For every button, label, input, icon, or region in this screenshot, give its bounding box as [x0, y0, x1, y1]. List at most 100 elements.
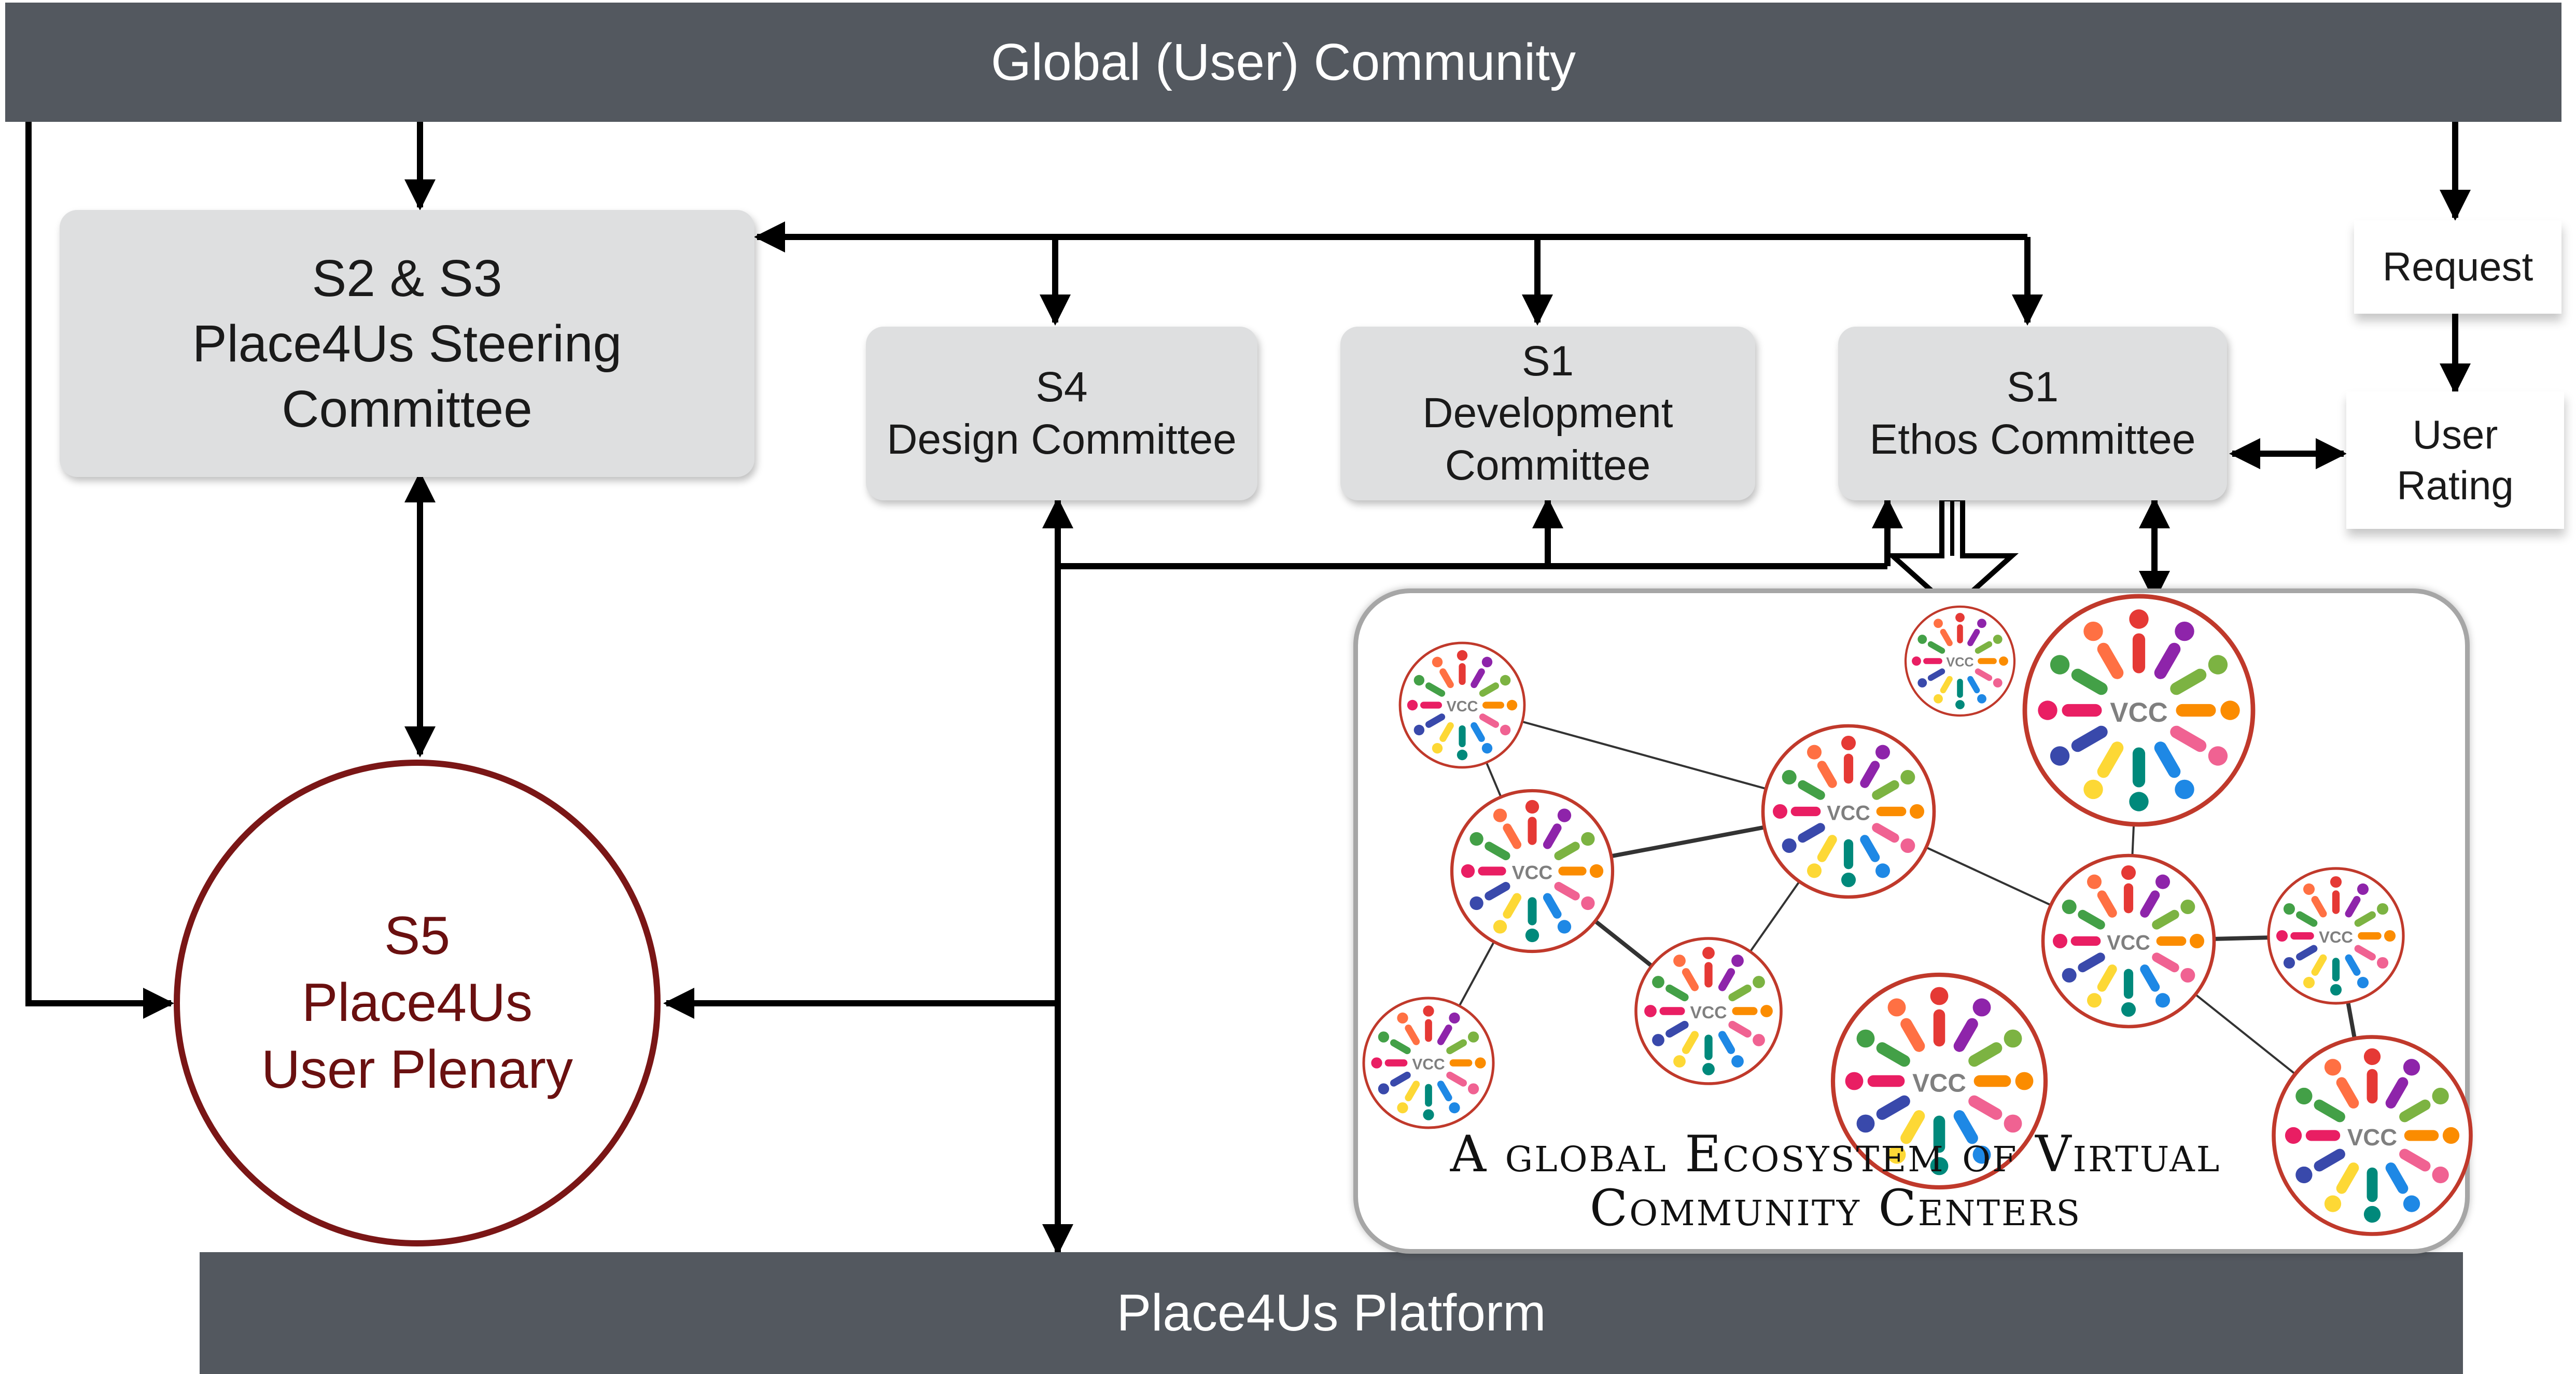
vcc-person-head: [1557, 920, 1572, 934]
design-committee-box: S4 Design Committee: [866, 327, 1257, 500]
vcc-person-head: [1702, 1063, 1715, 1075]
vcc-person-head: [1449, 1102, 1460, 1114]
vcc-person-body: [1554, 881, 1580, 901]
vcc-person-head: [1525, 800, 1539, 814]
vcc-person-head: [1481, 656, 1493, 668]
vcc-node-ring: [1830, 972, 2048, 1190]
vcc-node-label: VCC: [1827, 802, 1870, 825]
vcc-person-body: [1405, 1025, 1420, 1045]
vcc-person-head: [2208, 746, 2228, 766]
vcc-person-body: [1927, 641, 1945, 654]
vcc-person-body: [2078, 952, 2105, 973]
vcc-person-head: [1581, 896, 1595, 910]
vcc-person-body: [1860, 761, 1880, 788]
vcc-person-head: [2363, 1048, 2381, 1065]
vcc-person-body: [1390, 1071, 1411, 1087]
vcc-person-body: [1665, 984, 1689, 1002]
vcc-person-head: [2377, 957, 2389, 969]
vcc-person-head: [2283, 903, 2295, 915]
vcc-person-body: [2078, 909, 2105, 930]
vcc-person-head: [1407, 699, 1418, 711]
vcc-person-head: [2403, 1059, 2420, 1076]
vcc-person-head: [1934, 694, 1943, 704]
vcc-node-ring: [1450, 789, 1615, 954]
vcc-node: VCC: [2272, 1035, 2473, 1236]
vcc-person-head: [2330, 876, 2342, 888]
vcc-person-body: [1425, 713, 1446, 728]
vcc-person-body: [1872, 823, 1899, 843]
vcc-person-body: [1485, 881, 1510, 901]
development-line-1: S1: [1521, 338, 1574, 385]
vcc-node-ring: [1362, 997, 1495, 1129]
vcc-person-body: [1390, 1039, 1411, 1055]
vcc-person-head: [1371, 1057, 1382, 1069]
vcc-person-head: [1856, 1029, 1875, 1048]
vcc-person-body: [2345, 954, 2361, 976]
steering-committee-box: S2 & S3 Place4Us Steering Committee: [60, 210, 754, 477]
vcc-person-body: [1798, 823, 1825, 843]
vcc-person-head: [1934, 619, 1943, 628]
vcc-person-head: [2384, 930, 2396, 942]
vcc-person-head: [2038, 700, 2057, 720]
vcc-person-head: [1807, 745, 1822, 760]
vcc-person-body: [2152, 952, 2179, 973]
vcc-person-head: [1782, 769, 1797, 785]
vcc-person-head: [1782, 838, 1797, 853]
vcc-node: VCC: [2041, 853, 2216, 1029]
vcc-person-body: [1872, 780, 1899, 800]
vcc-person-head: [1413, 724, 1425, 736]
vcc-person-head: [1993, 678, 2003, 688]
vcc-person-body: [2336, 1162, 2359, 1194]
vcc-node-label: VCC: [1512, 862, 1553, 884]
vcc-person-body: [2354, 945, 2376, 961]
vcc-person-body: [1940, 676, 1953, 694]
vcc-node: VCC: [2267, 867, 2405, 1005]
vcc-person-head: [1589, 864, 1604, 878]
vcc-person-head: [1378, 1031, 1390, 1043]
vcc-person-body: [1968, 1095, 2003, 1120]
vcc-person-body: [2097, 741, 2124, 778]
vcc-node: VCC: [1830, 972, 2048, 1190]
vcc-person-body: [1876, 1095, 1910, 1120]
vcc-person-head: [1423, 1005, 1434, 1017]
vcc-person-head: [1449, 1012, 1460, 1024]
vcc-person-head: [2208, 655, 2228, 675]
ecosystem-caption-line-2: Community Centers: [1589, 1179, 2082, 1237]
ethos-line-2: Ethos Committee: [1869, 415, 2196, 463]
vcc-person-head: [1753, 976, 1765, 988]
vcc-person-head: [1397, 1102, 1408, 1114]
vcc-person-body: [1967, 676, 1980, 694]
vcc-person-head: [2180, 968, 2195, 983]
vcc-person-body: [2399, 1099, 2431, 1123]
vcc-person-head: [2357, 977, 2369, 989]
vcc-person-body: [2097, 642, 2124, 679]
vcc-node-ring: [2272, 1035, 2473, 1236]
vcc-person-body: [2071, 668, 2108, 695]
vcc-person-head: [2004, 1114, 2022, 1133]
vcc-person-body: [1503, 823, 1522, 849]
vcc-node: VCC: [1761, 724, 1936, 899]
vcc-node: VCC: [1398, 641, 1526, 769]
vcc-person-head: [2377, 903, 2389, 915]
vcc-person-head: [1506, 699, 1518, 711]
plenary-line-2: Place4Us: [301, 973, 533, 1033]
vcc-person-head: [2303, 977, 2315, 989]
vcc-person-head: [2295, 1166, 2313, 1184]
vcc-person-body: [2314, 1148, 2345, 1172]
vcc-person-head: [2062, 899, 2077, 915]
vcc-person-head: [1841, 735, 1856, 751]
vcc-person-body: [1798, 780, 1825, 800]
vcc-person-head: [2276, 930, 2288, 942]
vcc-person-head: [2295, 1087, 2313, 1105]
vcc-person-body: [2154, 741, 2181, 778]
vcc-person-body: [2311, 954, 2327, 976]
vcc-person-head: [1772, 804, 1788, 819]
vcc-person-head: [1467, 1031, 1479, 1043]
vcc-person-body: [2140, 890, 2160, 918]
vcc-person-body: [1437, 1025, 1452, 1045]
vcc-person-head: [1432, 656, 1443, 668]
vcc-person-head: [2004, 1029, 2022, 1048]
vcc-node-ring: [1398, 641, 1526, 769]
vcc-person-head: [2087, 874, 2102, 889]
vcc-person-body: [1446, 1071, 1467, 1087]
